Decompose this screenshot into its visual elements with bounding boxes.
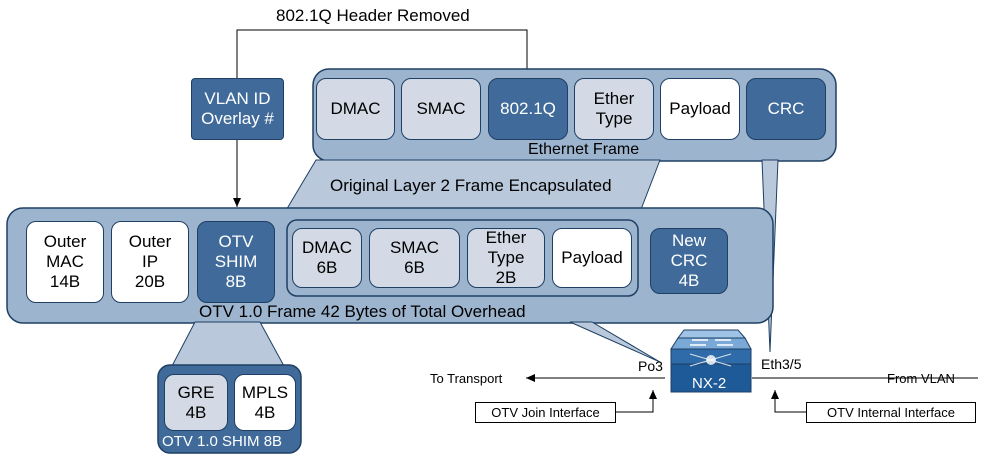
eth-payload-field: Payload	[660, 78, 740, 140]
otv-dmac-field: DMAC 6B	[292, 228, 362, 288]
eth-smac-field: SMAC	[401, 78, 481, 140]
eth-dmac-field: DMAC	[316, 78, 395, 140]
join-interface-pointer	[616, 390, 657, 413]
shim-mpls-field: MPLS 4B	[234, 374, 296, 431]
otv-outer-mac-field: Outer MAC 14B	[26, 221, 104, 303]
internal-interface-callout: OTV Internal Interface	[806, 402, 976, 423]
internal-interface-pointer	[771, 390, 806, 413]
vlan-id-line1: VLAN ID	[204, 89, 271, 108]
eth-dot1q-field: 802.1Q	[488, 78, 568, 140]
join-interface-callout: OTV Join Interface	[475, 402, 616, 423]
shim-trapezoid	[171, 321, 285, 367]
switch-name-label: NX-2	[692, 375, 727, 392]
otv-outer-ip-field: Outer IP 20B	[111, 221, 189, 303]
otv-smac-field: SMAC 6B	[369, 228, 460, 288]
ethernet-frame-caption: Ethernet Frame	[528, 141, 640, 158]
switch-icon	[670, 329, 752, 393]
otv-frame-caption: OTV 1.0 Frame 42 Bytes of Total Overhead	[199, 302, 526, 321]
shim-caption: OTV 1.0 SHIM 8B	[162, 433, 283, 450]
otv-new-crc-field: New CRC 4B	[650, 228, 728, 294]
header-removed-line	[236, 29, 528, 78]
eth-ethertype-field: Ether Type	[574, 78, 654, 140]
vlan-id-line2: Overlay #	[201, 109, 274, 128]
header-removed-label: 802.1Q Header Removed	[276, 6, 470, 25]
port-eth35-label: Eth3/5	[761, 356, 802, 372]
po3-pointer	[569, 321, 661, 363]
to-transport-label: To Transport	[430, 371, 503, 386]
from-vlan-label: From VLAN	[887, 371, 955, 386]
eth-crc-field: CRC	[746, 78, 826, 140]
encapsulated-label: Original Layer 2 Frame Encapsulated	[330, 176, 612, 195]
port-po3-label: Po3	[638, 358, 663, 374]
otv-shim-field: OTV SHIM 8B	[197, 221, 275, 303]
shim-gre-field: GRE 4B	[164, 374, 228, 431]
vlan-id-box: VLAN ID Overlay #	[191, 78, 284, 140]
otv-payload-field: Payload	[552, 228, 632, 288]
otv-ethertype-field: Ether Type 2B	[467, 228, 545, 288]
